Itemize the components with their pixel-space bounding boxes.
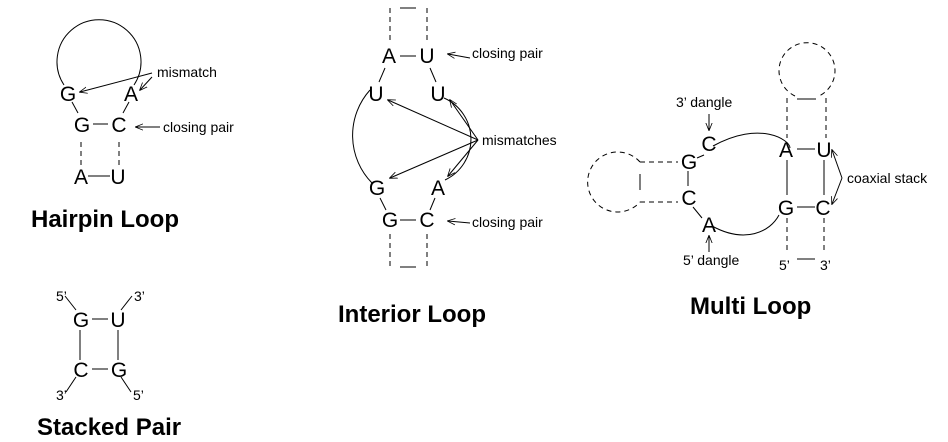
interior-closing-pair-bottom-label: closing pair <box>472 214 543 230</box>
interior-base-g-mismatch: G <box>369 177 385 200</box>
multi-dangle5-label: 5’ dangle <box>683 252 740 268</box>
interior-mismatch-arrow-2 <box>450 100 479 141</box>
interior-title: Interior Loop <box>338 301 486 328</box>
hairpin-loop-arc <box>56 19 142 86</box>
interior-mismatches-label: mismatches <box>482 132 557 148</box>
stacked-base-c2: C <box>73 359 88 382</box>
multi-base-c-top: C <box>701 133 716 156</box>
multi-end-5: 5’ <box>779 257 790 273</box>
multi-coaxial-label: coaxial stack <box>847 170 928 186</box>
multi-base-g-right: G <box>778 197 794 220</box>
hairpin-stem-a: A <box>74 166 88 189</box>
interior-backbone-u-u <box>429 67 437 83</box>
interior-mismatch-arrow-4 <box>448 139 479 176</box>
hairpin-loop: G A G C A U mismatch closing pair Hairpi… <box>31 19 234 233</box>
multi-end-3: 3’ <box>820 257 831 273</box>
interior-backbone-a-c <box>429 197 436 211</box>
hairpin-closing-c: C <box>111 114 126 137</box>
stacked-base-g2: G <box>111 359 127 382</box>
hairpin-mismatch-arrow-1 <box>80 72 153 92</box>
stacked-backbone-br <box>120 376 132 393</box>
hairpin-mismatch-a: A <box>124 83 138 106</box>
multi-base-c-left: C <box>681 187 696 210</box>
multi-dangle3-label: 3’ dangle <box>676 94 733 110</box>
stacked-end-tr: 3’ <box>134 288 145 304</box>
multi-loop: C G C A A U G C 3’ dangle 5’ dangle coax… <box>587 42 928 320</box>
multi-base-g-left: G <box>681 151 697 174</box>
hairpin-backbone-right <box>122 101 130 114</box>
stacked-backbone-tl <box>64 295 77 311</box>
multi-base-u-right: U <box>816 139 831 162</box>
multi-arc-bottom <box>711 214 780 236</box>
stacked-backbone-bl <box>65 376 77 393</box>
stacked-end-br: 5’ <box>133 387 144 403</box>
hairpin-mismatch-label: mismatch <box>157 64 217 80</box>
hairpin-closing-pair-label: closing pair <box>163 119 234 135</box>
interior-backbone-a-u <box>378 67 386 83</box>
hairpin-mismatch-arrow-2 <box>140 76 153 90</box>
multi-arc-top <box>712 132 791 149</box>
interior-base-a-top: A <box>382 45 396 68</box>
multi-coaxial-arrow-1 <box>832 150 843 179</box>
interior-loop: A U U U G A G C closing pair closing pai… <box>338 7 557 328</box>
multi-title: Multi Loop <box>690 293 811 320</box>
multi-backbone-c-a <box>692 206 703 219</box>
interior-left-arc <box>352 89 373 184</box>
hairpin-backbone-left <box>71 101 79 114</box>
multi-base-a-right: A <box>779 139 793 162</box>
hairpin-stem-u: U <box>110 166 125 189</box>
interior-base-u-left: U <box>368 83 383 106</box>
stacked-base-u1: U <box>110 309 125 332</box>
interior-base-u-top: U <box>419 45 434 68</box>
interior-mismatch-arrow-1 <box>388 100 479 141</box>
interior-closing-pair-top-label: closing pair <box>472 45 543 61</box>
multi-base-a-bottom: A <box>702 214 716 237</box>
multi-base-c-right: C <box>815 197 830 220</box>
hairpin-mismatch-g: G <box>60 83 76 106</box>
stacked-title: Stacked Pair <box>37 414 181 441</box>
stacked-backbone-tr <box>120 295 133 311</box>
stacked-end-bl: 3’ <box>56 387 67 403</box>
stacked-end-tl: 5’ <box>56 288 67 304</box>
multi-backbone-c-g <box>696 154 705 159</box>
stacked-pair: G U C G 5’ 3’ 3’ 5’ Stacked Pair <box>37 288 181 441</box>
interior-base-c-bottom: C <box>419 209 434 232</box>
interior-mismatch-arrow-3 <box>390 139 479 178</box>
multi-coaxial-arrow-2 <box>832 177 843 204</box>
stacked-base-g1: G <box>73 309 89 332</box>
interior-base-a-mismatch: A <box>431 177 445 200</box>
interior-closing-arrow-top <box>448 54 471 58</box>
interior-backbone-g-g <box>379 197 387 211</box>
interior-base-u-right: U <box>430 83 445 106</box>
interior-closing-arrow-bottom <box>448 221 471 223</box>
multi-top-hairpin-circle <box>778 42 836 97</box>
interior-base-g-bottom: G <box>382 209 398 232</box>
hairpin-title: Hairpin Loop <box>31 206 179 233</box>
hairpin-closing-g: G <box>74 114 90 137</box>
multi-left-hairpin-circle <box>587 151 641 213</box>
